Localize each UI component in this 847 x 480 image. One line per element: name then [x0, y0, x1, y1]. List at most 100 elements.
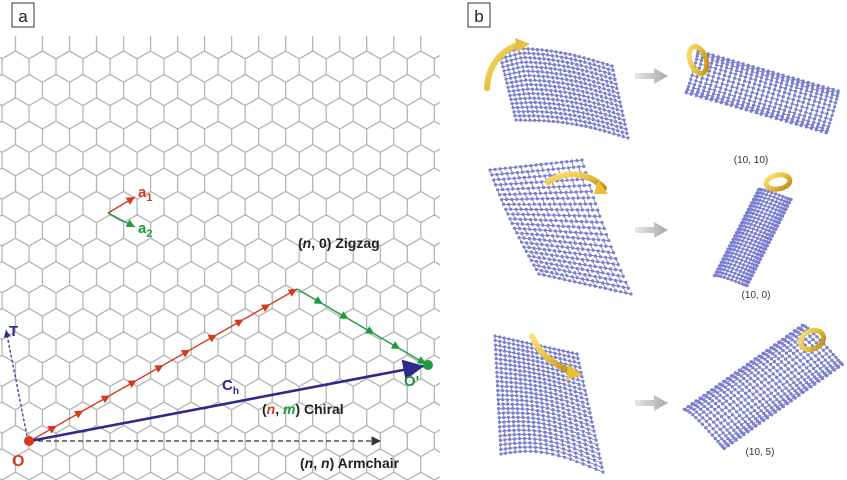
atom [518, 217, 522, 221]
atom [545, 92, 549, 97]
atom [796, 80, 800, 84]
atom [620, 109, 624, 113]
atom [732, 393, 737, 398]
atom [737, 281, 741, 285]
atom [611, 262, 615, 266]
atom [557, 213, 561, 217]
atom [528, 441, 532, 445]
atom [547, 185, 551, 189]
atom [774, 80, 779, 84]
atom [576, 236, 580, 240]
atom [780, 202, 785, 206]
atom [721, 257, 725, 261]
atom [599, 244, 603, 248]
atom [821, 106, 825, 110]
atom [566, 404, 570, 408]
atom [545, 243, 549, 247]
atom [795, 83, 799, 87]
atom [699, 80, 703, 84]
atom [608, 277, 613, 281]
atom [513, 364, 517, 368]
atom [769, 391, 773, 395]
atom [621, 113, 625, 118]
atom [555, 272, 559, 276]
atom [513, 441, 517, 445]
atom [766, 224, 770, 228]
atom [758, 198, 762, 202]
atom [581, 379, 585, 383]
atom [574, 423, 578, 427]
atom [813, 382, 817, 386]
atom [607, 239, 611, 243]
atom [583, 98, 587, 103]
atom [526, 353, 530, 358]
atom [832, 361, 836, 365]
atom [745, 414, 749, 418]
atom [554, 50, 558, 54]
atom [705, 78, 709, 82]
atom [497, 416, 501, 420]
atom [505, 393, 509, 397]
atom [515, 231, 519, 235]
atom [734, 416, 738, 420]
atom [532, 371, 536, 375]
atom [787, 361, 791, 365]
atom [547, 119, 551, 123]
atom [809, 385, 813, 389]
atom [800, 328, 804, 332]
atom [794, 86, 799, 90]
atom [527, 202, 531, 206]
atom [496, 188, 500, 192]
atom [621, 274, 625, 278]
atom [585, 422, 589, 427]
atom [514, 118, 518, 122]
atom [742, 278, 746, 283]
atom [512, 437, 517, 441]
a2-unit-vector [107, 212, 136, 228]
atom [755, 363, 759, 367]
atom [717, 386, 721, 390]
atom [593, 127, 597, 131]
atom [498, 339, 502, 344]
atom [514, 377, 518, 381]
atom [588, 62, 592, 66]
atom [750, 405, 754, 409]
atom [580, 257, 585, 262]
atom [693, 403, 698, 407]
atom [711, 427, 715, 431]
atom [542, 418, 546, 422]
atom [587, 100, 591, 104]
atom [605, 121, 609, 125]
atom [591, 96, 595, 100]
atom [603, 286, 608, 290]
a1-vector-chain [29, 288, 298, 442]
atom [791, 351, 796, 356]
atom [585, 268, 590, 272]
atom [544, 106, 548, 110]
panel-b: b (10, 10) (10, 0) (10, 5) [467, 2, 845, 474]
atom [578, 97, 582, 101]
atom [581, 111, 585, 115]
atom [551, 58, 555, 62]
atom [758, 365, 762, 369]
atom [552, 416, 556, 420]
atom [528, 96, 532, 100]
atom [495, 384, 500, 388]
atom [761, 397, 766, 401]
atom [534, 207, 539, 212]
atom [771, 92, 775, 96]
atom [508, 446, 512, 450]
atom [564, 428, 568, 432]
atom [749, 364, 753, 368]
atom [522, 369, 527, 373]
atom [588, 121, 592, 125]
atom [760, 210, 764, 214]
atom [493, 334, 497, 338]
atom [505, 81, 509, 85]
atom [562, 269, 567, 273]
atom [774, 216, 778, 220]
atom [700, 402, 704, 406]
atom [726, 277, 730, 281]
atom [594, 467, 598, 471]
atom [606, 261, 610, 265]
